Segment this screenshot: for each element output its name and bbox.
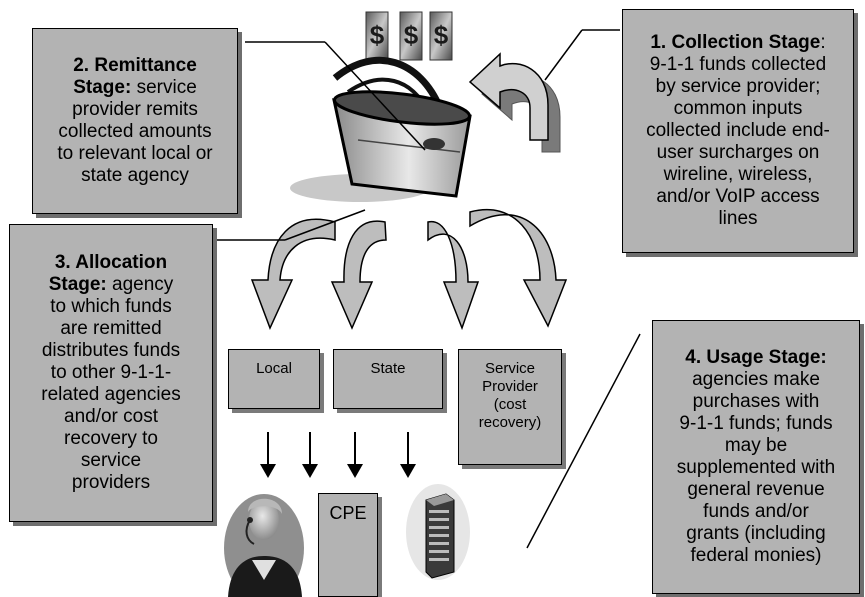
usage-stage-title: 4. Usage Stage: <box>685 347 827 368</box>
cpe-label: CPE <box>329 503 367 523</box>
allocation-stage-box: 3. Allocation Stage: agency to which fun… <box>9 224 213 522</box>
allocation-line: providers <box>71 472 151 493</box>
collection-stage-box: 1. Collection Stage: 9-1-1 funds collect… <box>622 9 854 253</box>
usage-line: funds and/or <box>703 501 809 522</box>
callout-line-remittance-2 <box>324 41 426 151</box>
allocation-line: service <box>80 450 142 471</box>
allocation-stage-title: 3. Allocation <box>54 252 168 273</box>
collection-line: wireline, wireless, <box>663 164 813 185</box>
svg-text:$: $ <box>434 20 449 50</box>
allocation-line: and/or cost <box>64 406 158 427</box>
cpe-box: CPE <box>318 493 378 597</box>
service-provider-line: Service <box>484 360 536 377</box>
collection-line: user surcharges on <box>656 142 820 163</box>
svg-text:$: $ <box>404 20 419 50</box>
dollar-bill-icon: $ <box>429 11 453 61</box>
remittance-line: to relevant local or <box>57 143 213 164</box>
basket-icon <box>290 56 472 202</box>
collection-line: common inputs <box>673 98 803 119</box>
operator-icon <box>224 494 304 597</box>
remittance-line: collected amounts <box>58 121 212 142</box>
distribution-arrow-local <box>250 218 336 330</box>
allocation-line: distributes funds <box>41 340 181 361</box>
allocation-line: recovery to <box>64 428 158 449</box>
distribution-arrow-cost-recovery <box>469 209 568 328</box>
remittance-line: provider remits <box>72 99 198 120</box>
dollar-bill-icon: $ <box>399 11 423 61</box>
service-provider-line: (cost <box>493 396 527 413</box>
collection-line: and/or VoIP access <box>656 186 820 207</box>
down-arrow-icon <box>260 432 276 478</box>
usage-line: grants (including <box>686 523 826 544</box>
server-icon <box>406 484 470 580</box>
usage-line: supplemented with <box>676 457 836 478</box>
dollar-bill-icon: $ <box>365 11 389 61</box>
distribution-arrow-state <box>330 220 387 330</box>
usage-line: 9-1-1 funds; funds <box>679 413 833 434</box>
local-agency-label: Local <box>256 360 292 377</box>
distribution-arrow-service <box>427 220 480 331</box>
usage-line: general revenue <box>687 479 825 500</box>
usage-stage-box: 4. Usage Stage: agencies make purchases … <box>652 320 860 594</box>
usage-line: purchases with <box>692 391 820 412</box>
usage-line: agencies make <box>692 369 820 390</box>
service-provider-box: Service Provider (cost recovery) <box>458 349 562 465</box>
remittance-stage-title: 2. Remittance <box>73 55 197 76</box>
collection-line: by service provider; <box>655 76 821 97</box>
curved-arrow-icon <box>468 52 561 153</box>
usage-line: federal monies) <box>690 545 822 566</box>
callout-line-allocation-2 <box>284 209 366 241</box>
service-provider-line: recovery) <box>478 414 542 431</box>
svg-text:$: $ <box>370 20 385 50</box>
down-arrow-icon <box>302 432 318 478</box>
local-agency-box: Local <box>228 349 320 409</box>
remittance-line: Stage: service <box>73 77 197 98</box>
down-arrow-icon <box>400 432 416 478</box>
allocation-line: to other 9-1-1- <box>50 362 172 383</box>
collection-line: collected include end- <box>646 120 830 141</box>
state-agency-box: State <box>333 349 443 409</box>
state-agency-label: State <box>370 360 406 377</box>
allocation-line: Stage: agency <box>48 274 174 295</box>
collection-line: 9-1-1 funds collected <box>649 54 827 75</box>
remittance-line: state agency <box>81 165 189 186</box>
allocation-line: related agencies <box>41 384 181 405</box>
service-provider-line: Provider <box>482 378 538 395</box>
down-arrow-icon <box>347 432 363 478</box>
allocation-line: are remitted <box>60 318 162 339</box>
callout-line-usage <box>526 333 641 549</box>
allocation-line: to which funds <box>50 296 172 317</box>
collection-line: lines <box>718 208 758 229</box>
callout-line-collection-2 <box>544 29 583 81</box>
collection-stage-title: 1. Collection Stage: <box>650 32 826 53</box>
usage-line: may be <box>724 435 788 456</box>
remittance-stage-box: 2. Remittance Stage: service provider re… <box>32 28 238 214</box>
